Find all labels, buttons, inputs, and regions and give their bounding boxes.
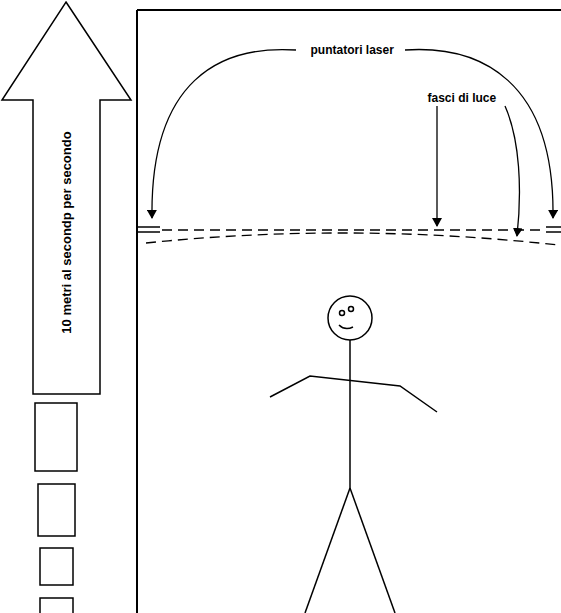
motion-squares [35, 403, 77, 613]
stick-figure [270, 296, 437, 613]
arrow-label: 10 metri al secondp per secondo [59, 131, 74, 333]
light-beam [146, 230, 558, 245]
callout-label: fasci di luce [426, 91, 499, 105]
elevator-room [137, 10, 561, 613]
laser-pointer [138, 227, 561, 232]
leader-line [152, 50, 553, 236]
acceleration-arrow: 10 metri al secondp per secondo [0, 0, 133, 396]
callout-label: puntatori laser [309, 43, 396, 57]
